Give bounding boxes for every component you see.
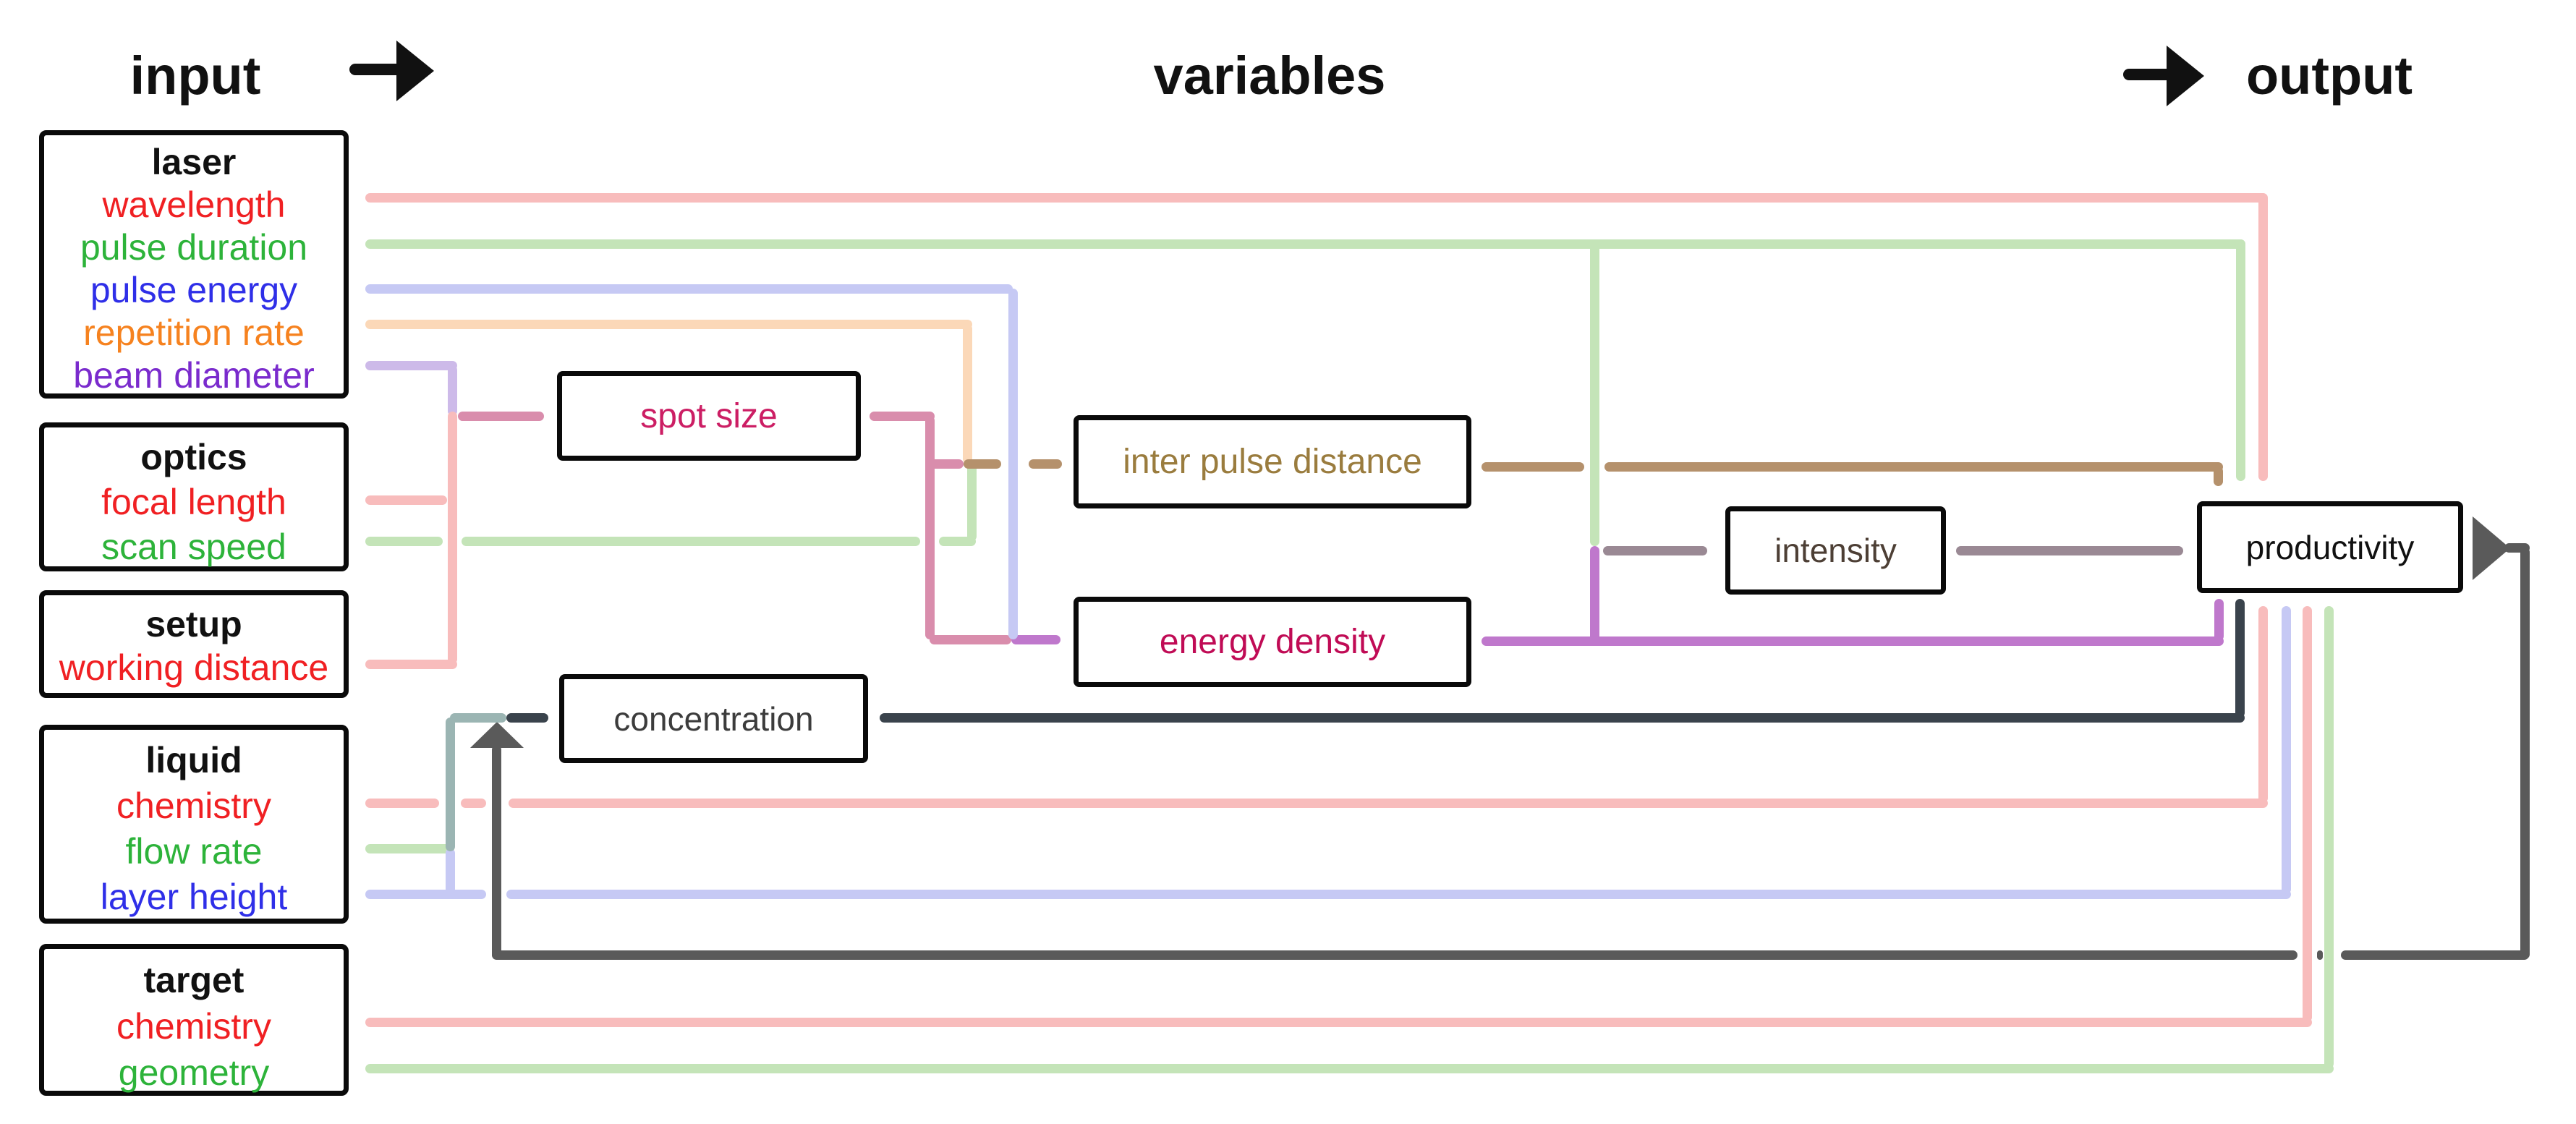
target-group-box: target chemistry geometry (39, 944, 349, 1096)
pulse-duration-line (2235, 239, 2245, 481)
spot-size-out-line (924, 416, 935, 639)
energy-density-in-connector (1011, 634, 1060, 644)
concentration-in-connector (506, 712, 548, 723)
spot-size-label: spot size (640, 396, 778, 435)
productivity-label: productivity (2245, 528, 2415, 566)
energy-density-out-line (1482, 636, 2224, 646)
intensity-out-line (1956, 545, 2183, 555)
pulse-energy-line (365, 284, 1013, 294)
inter-pulse-distance-in-connector (1029, 459, 1062, 469)
spot-size-out-line (870, 411, 935, 421)
liquid-item-layer-height: layer height (100, 877, 288, 917)
pulse-duration-line (365, 239, 2245, 249)
repetition-rate-line (962, 324, 972, 464)
liquid-group-box: liquid chemistry flow rate layer height (39, 725, 349, 924)
laser-item-beam-diameter: beam diameter (73, 355, 315, 396)
scan-speed-line (939, 536, 976, 546)
spot-size-out-line (930, 459, 964, 469)
flow-rate-line (365, 843, 454, 853)
spot-size-out-line (930, 634, 1011, 644)
feedback-loop-line (2317, 950, 2323, 960)
laser-group-title: laser (151, 142, 237, 182)
laser-item-repetition-rate: repetition rate (83, 312, 305, 353)
concentration-box: concentration (559, 674, 868, 763)
beam-diameter-line (365, 360, 457, 370)
target-item-geometry: geometry (118, 1052, 270, 1093)
laser-item-pulse-duration: pulse duration (80, 227, 308, 268)
concentration-label: concentration (613, 699, 814, 738)
pulse-energy-line (1008, 289, 1018, 639)
concentration-out-line (880, 712, 2245, 723)
pulse-duration-line (1589, 244, 1599, 546)
feedback-arrow-up-icon (470, 722, 524, 748)
liquid-group-title: liquid (145, 740, 242, 780)
concentration-out-line (2235, 599, 2245, 718)
spot-size-collector-line (447, 412, 457, 664)
focal-length-line (365, 495, 447, 505)
optics-group-box: optics focal length scan speed (39, 422, 349, 571)
repetition-rate-line (365, 319, 972, 329)
liquid-item-flow-rate: flow rate (125, 831, 263, 872)
liquid-chemistry-line (461, 798, 486, 808)
feedback-loop-line (2341, 950, 2529, 960)
scan-speed-line (365, 536, 443, 546)
productivity-box: productivity (2197, 501, 2463, 593)
layer-height-line (365, 889, 486, 899)
target-item-chemistry: chemistry (116, 1006, 271, 1047)
target-geometry-line (2324, 606, 2334, 1068)
spot-size-in-connector (458, 411, 544, 421)
wavelength-line (2258, 193, 2268, 481)
working-distance-line (365, 659, 457, 669)
flow-teal-collector-line (445, 718, 455, 851)
optics-item-focal-length: focal length (101, 482, 286, 522)
inter-pulse-distance-label: inter pulse distance (1123, 443, 1422, 481)
laser-item-wavelength: wavelength (102, 184, 286, 225)
inter-pulse-distance-out-line (2213, 467, 2223, 486)
feedback-loop-line (491, 745, 501, 959)
inter-pulse-distance-box: inter pulse distance (1074, 415, 1471, 508)
target-group-title: target (143, 960, 245, 1000)
inter-pulse-distance-in-connector (964, 459, 1001, 469)
energy-density-out-line (2214, 599, 2224, 641)
target-chemistry-line (365, 1017, 2312, 1027)
energy-density-label: energy density (1159, 623, 1386, 661)
liquid-item-chemistry: chemistry (116, 785, 271, 826)
inter-pulse-distance-out-line (1482, 461, 1584, 472)
output-title: output (2245, 46, 2413, 106)
variables-title: variables (1153, 46, 1386, 106)
layer-height-line (506, 889, 2291, 899)
feedback-loop-line (2520, 548, 2530, 959)
liquid-chemistry-line (2258, 606, 2268, 803)
scan-speed-line (462, 536, 920, 546)
inter-pulse-distance-out-line (1604, 461, 2223, 472)
spot-size-box: spot size (557, 371, 861, 461)
target-chemistry-line (2302, 606, 2312, 1022)
beam-diameter-line (447, 365, 457, 416)
flow-teal-collector-line (450, 712, 506, 723)
layer-height-line (2281, 606, 2291, 894)
energy-density-out-line (1589, 546, 1599, 641)
optics-group-title: optics (140, 437, 247, 477)
setup-group-title: setup (145, 604, 242, 644)
intensity-box: intensity (1725, 506, 1946, 595)
laser-item-pulse-energy: pulse energy (90, 270, 298, 310)
input-title: input (129, 46, 261, 106)
setup-item-working-distance: working distance (59, 647, 329, 688)
layer-height-branch (445, 848, 455, 894)
scan-speed-line (966, 462, 977, 541)
intensity-in-connector (1603, 545, 1707, 555)
intensity-label: intensity (1774, 532, 1897, 569)
wavelength-line (365, 192, 2267, 203)
liquid-chemistry-line (509, 798, 2268, 808)
optics-item-scan-speed: scan speed (101, 527, 286, 567)
target-geometry-line (365, 1063, 2334, 1073)
feedback-loop-line (492, 950, 2297, 960)
energy-density-box: energy density (1074, 597, 1471, 687)
liquid-chemistry-line (365, 798, 439, 808)
productivity-output-arrow-icon (2473, 516, 2510, 580)
